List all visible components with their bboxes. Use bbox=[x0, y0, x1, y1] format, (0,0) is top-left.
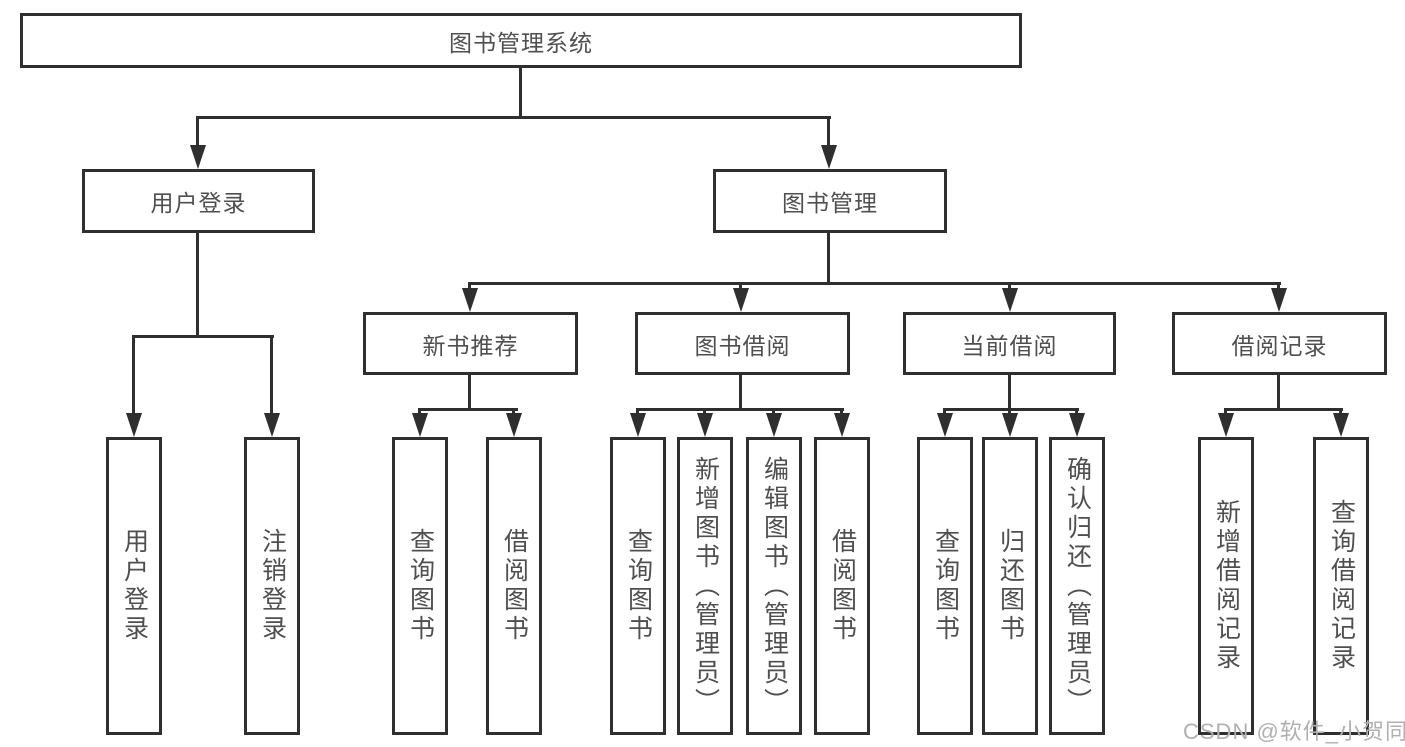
connector-drop bbox=[772, 408, 775, 416]
connector-drop bbox=[1224, 408, 1227, 416]
connector-drop bbox=[840, 408, 843, 416]
node-book-management: 图书管理 bbox=[713, 169, 947, 233]
leaf-edit-books-admin: 编辑图书（管理员） bbox=[746, 437, 802, 735]
node-user-login-label: 用户登录 bbox=[150, 190, 247, 216]
connector-book-management-trunk bbox=[827, 233, 830, 282]
connector-drop bbox=[512, 408, 515, 416]
arrow-down-icon bbox=[1333, 413, 1349, 437]
connector-drop bbox=[943, 408, 946, 416]
node-new-book-recommend-label: 新书推荐 bbox=[422, 332, 519, 359]
leaf-return-books-label: 归还图书 bbox=[996, 528, 1025, 644]
connector-root-to-book-management bbox=[827, 116, 830, 149]
leaf-borrow-books-label: 借阅图书 bbox=[828, 528, 857, 644]
node-root-label: 图书管理系统 bbox=[449, 29, 593, 56]
leaf-logout-login-label: 注销登录 bbox=[258, 528, 287, 644]
connector-user-login-trunk bbox=[196, 233, 199, 335]
leaf-query-borrow-record: 查询借阅记录 bbox=[1313, 437, 1369, 735]
connector-drop bbox=[418, 408, 421, 416]
node-book-borrow: 图书借阅 bbox=[635, 312, 850, 375]
arrow-down-icon bbox=[1271, 288, 1287, 312]
connector-to-borrow-records bbox=[1277, 282, 1280, 292]
connector-borrow-records-trunk bbox=[1277, 375, 1280, 408]
node-book-borrow-label: 图书借阅 bbox=[694, 332, 791, 359]
connector-root-trunk bbox=[519, 68, 522, 116]
arrow-down-icon bbox=[126, 413, 142, 437]
connector-to-current-borrow bbox=[1008, 282, 1011, 292]
csdn-watermark: CSDN @软件_小贺同学 bbox=[1183, 719, 1405, 744]
connector-current-borrow-trunk bbox=[1008, 375, 1011, 408]
leaf-query-books-recommend: 查询图书 bbox=[392, 437, 448, 735]
arrow-down-icon bbox=[766, 413, 782, 437]
connector-book-borrow-horizontal bbox=[636, 408, 844, 411]
connector-to-book-borrow bbox=[739, 282, 742, 292]
connector-new-book-recommend-trunk bbox=[468, 375, 471, 408]
connector-root-horizontal bbox=[196, 116, 831, 119]
arrow-down-icon bbox=[697, 413, 713, 437]
arrow-down-icon bbox=[1002, 413, 1018, 437]
leaf-query-books-recommend-label: 查询图书 bbox=[406, 528, 435, 644]
node-book-management-label: 图书管理 bbox=[782, 190, 878, 216]
connector-to-leaf-user-login bbox=[132, 335, 135, 415]
arrow-down-icon bbox=[1218, 413, 1234, 437]
arrow-down-icon bbox=[1002, 288, 1018, 312]
leaf-logout-login: 注销登录 bbox=[244, 437, 300, 735]
arrow-down-icon bbox=[506, 413, 522, 437]
leaf-add-borrow-record-label: 新增借阅记录 bbox=[1212, 499, 1241, 673]
connector-new-book-recommend-horizontal bbox=[418, 408, 518, 411]
leaf-user-login-label: 用户登录 bbox=[120, 528, 149, 644]
leaf-confirm-return-admin: 确认归还（管理员） bbox=[1049, 437, 1105, 735]
arrow-down-icon bbox=[1069, 413, 1085, 437]
connector-drop bbox=[1008, 408, 1011, 416]
node-user-login: 用户登录 bbox=[82, 169, 315, 233]
leaf-query-books-current-label: 查询图书 bbox=[931, 528, 960, 644]
connector-current-borrow-horizontal bbox=[943, 408, 1079, 411]
connector-drop bbox=[1075, 408, 1078, 416]
leaf-query-books-current: 查询图书 bbox=[917, 437, 973, 735]
arrow-down-icon bbox=[821, 145, 837, 169]
connector-user-login-horizontal bbox=[132, 335, 274, 338]
leaf-add-books-admin-label: 新增图书（管理员） bbox=[691, 455, 720, 717]
leaf-borrow-books-recommend: 借阅图书 bbox=[486, 437, 542, 735]
connector-to-new-book-recommend bbox=[468, 282, 471, 292]
connector-drop bbox=[1339, 408, 1342, 416]
arrow-down-icon bbox=[937, 413, 953, 437]
leaf-query-borrow-record-label: 查询借阅记录 bbox=[1327, 499, 1356, 673]
leaf-user-login: 用户登录 bbox=[106, 437, 162, 735]
connector-book-management-horizontal bbox=[468, 282, 1281, 285]
leaf-add-borrow-record: 新增借阅记录 bbox=[1198, 437, 1254, 735]
node-current-borrow: 当前借阅 bbox=[903, 312, 1116, 375]
arrow-down-icon bbox=[630, 413, 646, 437]
node-current-borrow-label: 当前借阅 bbox=[961, 332, 1058, 359]
connector-book-borrow-trunk bbox=[739, 375, 742, 408]
node-borrow-records-label: 借阅记录 bbox=[1231, 332, 1328, 359]
leaf-edit-books-admin-label: 编辑图书（管理员） bbox=[760, 455, 789, 717]
connector-borrow-records-horizontal bbox=[1224, 408, 1343, 411]
connector-to-leaf-logout bbox=[270, 335, 273, 415]
arrow-down-icon bbox=[190, 145, 206, 169]
leaf-query-books-borrow-label: 查询图书 bbox=[624, 528, 653, 644]
arrow-down-icon bbox=[462, 288, 478, 312]
arrow-down-icon bbox=[834, 413, 850, 437]
connector-root-to-user-login bbox=[196, 116, 199, 149]
leaf-borrow-books-recommend-label: 借阅图书 bbox=[500, 528, 529, 644]
leaf-query-books-borrow: 查询图书 bbox=[610, 437, 666, 735]
arrow-down-icon bbox=[264, 413, 280, 437]
node-root: 图书管理系统 bbox=[20, 13, 1022, 68]
arrow-down-icon bbox=[733, 288, 749, 312]
leaf-return-books: 归还图书 bbox=[982, 437, 1038, 735]
arrow-down-icon bbox=[412, 413, 428, 437]
leaf-add-books-admin: 新增图书（管理员） bbox=[677, 437, 733, 735]
leaf-borrow-books: 借阅图书 bbox=[814, 437, 870, 735]
connector-drop bbox=[703, 408, 706, 416]
node-borrow-records: 借阅记录 bbox=[1172, 312, 1387, 375]
leaf-confirm-return-admin-label: 确认归还（管理员） bbox=[1063, 455, 1092, 717]
node-new-book-recommend: 新书推荐 bbox=[363, 312, 578, 375]
connector-drop bbox=[636, 408, 639, 416]
